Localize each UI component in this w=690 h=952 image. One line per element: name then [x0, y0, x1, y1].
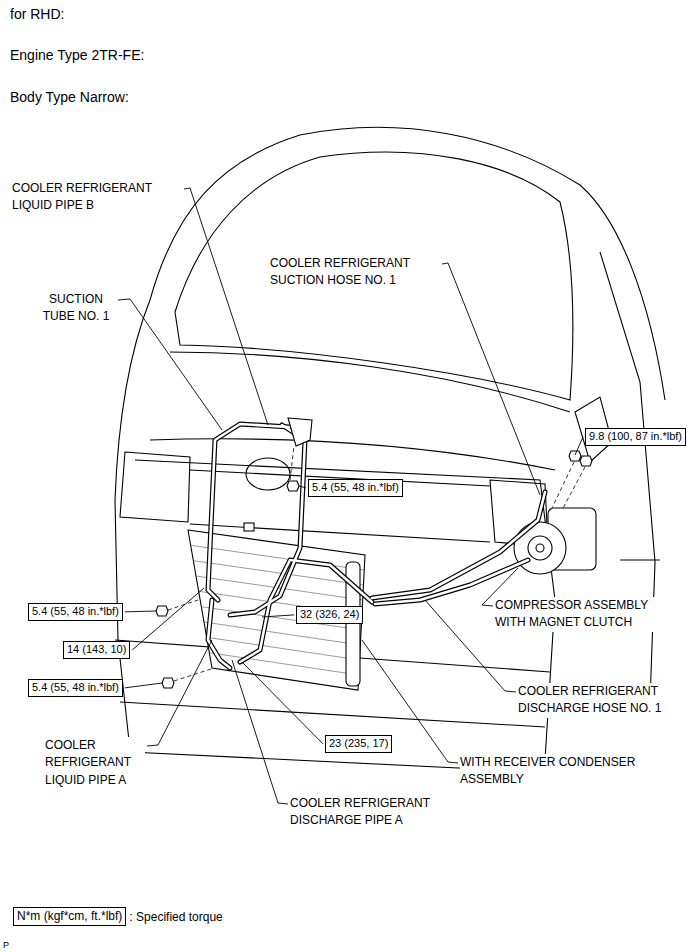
refrigerant-pipe — [372, 492, 545, 598]
leader-line — [132, 588, 204, 650]
leader-line — [442, 263, 540, 495]
van-body — [150, 127, 665, 400]
bolt-symbol — [569, 451, 581, 461]
compressor-body — [514, 508, 596, 574]
van-body — [150, 439, 555, 470]
refrigerant-pipe — [208, 600, 230, 668]
torque-box: 5.4 (55, 48 in.*lbf) — [28, 603, 123, 621]
bolt-symbol — [162, 678, 174, 688]
bolt-symbol — [552, 462, 574, 508]
van-body — [170, 352, 570, 412]
leader-line — [125, 611, 156, 613]
part-name: COOLER REFRIGERANT LIQUID PIPE A — [45, 737, 145, 789]
leader-line — [575, 437, 583, 455]
condenser-core — [188, 530, 365, 690]
torque-box: 9.8 (100, 87 in.*lbf) — [585, 428, 686, 446]
leader-line — [184, 188, 268, 425]
leader-line — [118, 299, 222, 430]
part-name: COOLER REFRIGERANT DISCHARGE HOSE NO. 1 — [518, 683, 678, 718]
note-text: P — [3, 939, 9, 952]
condenser-core — [204, 622, 360, 645]
torque-value: N*m (kgf*cm, ft.*lbf) — [17, 909, 122, 924]
heading-note: Engine Type 2TR-FE: — [10, 45, 144, 65]
bolt-symbol — [290, 446, 294, 480]
bolt-symbol — [562, 467, 585, 510]
torque-value: 23 (235, 17) — [329, 737, 388, 751]
condenser-core — [209, 653, 358, 675]
compressor-body — [528, 536, 552, 560]
leader-line — [299, 486, 306, 488]
bolt-symbol — [580, 456, 592, 466]
refrigerant-pipe — [240, 560, 372, 662]
torque-box: 23 (235, 17) — [325, 735, 392, 753]
van-body — [120, 702, 545, 727]
torque-value: 5.4 (55, 48 in.*lbf) — [32, 681, 119, 695]
torque-box: 14 (143, 10) — [63, 641, 130, 659]
refrigerant-pipe — [288, 418, 312, 446]
part-name: SUCTION TUBE NO. 1 — [36, 291, 116, 326]
torque-box: 5.4 (55, 48 in.*lbf) — [308, 479, 403, 497]
part-name: COMPRESSOR ASSEMBLY WITH MAGNET CLUTCH — [495, 597, 670, 632]
part-name: COOLER REFRIGERANT DISCHARGE PIPE A — [290, 795, 445, 830]
torque-value: 9.8 (100, 87 in.*lbf) — [589, 430, 682, 444]
torque-box: 5.4 (55, 48 in.*lbf) — [28, 679, 123, 697]
torque-box: 32 (326, 24) — [296, 606, 363, 624]
torque-value: 5.4 (55, 48 in.*lbf) — [32, 605, 119, 619]
van-body — [115, 127, 665, 772]
compressor-body — [514, 522, 566, 574]
note-text: : Specified torque — [129, 909, 222, 926]
refrigerant-pipe — [372, 492, 545, 598]
heading-note: Body Type Narrow: — [10, 87, 129, 107]
bolt-symbol — [156, 446, 592, 688]
torque-box: N*m (kgf*cm, ft.*lbf) — [13, 907, 126, 926]
heading-note: for RHD: — [10, 4, 64, 24]
part-name: WITH RECEIVER CONDENSER ASSEMBLY — [460, 754, 645, 789]
leader-line — [147, 640, 212, 746]
part-name: COOLER REFRIGERANT LIQUID PIPE B — [12, 180, 182, 215]
bolt-symbol — [168, 600, 198, 610]
leader-line — [242, 662, 323, 744]
refrigerant-pipe — [208, 600, 230, 668]
condenser-core — [244, 523, 254, 531]
van-body — [620, 559, 660, 560]
condenser-core — [188, 523, 365, 690]
torque-value: 14 (143, 10) — [67, 643, 126, 657]
condenser-core — [207, 637, 360, 660]
bolt-symbol — [156, 606, 168, 616]
condenser-core — [201, 607, 361, 630]
refrigerant-pipe — [230, 425, 305, 615]
leader-line — [262, 615, 294, 617]
van-body — [600, 252, 655, 702]
part-name: COOLER REFRIGERANT SUCTION HOSE NO. 1 — [270, 255, 440, 290]
torque-value: 32 (326, 24) — [300, 608, 359, 622]
van-body — [120, 452, 190, 522]
refrigerant-pipe — [240, 560, 372, 662]
condenser-core — [191, 545, 365, 570]
leader-line — [232, 660, 288, 804]
refrigerant-pipe — [230, 425, 305, 615]
bolt-symbol — [287, 481, 299, 491]
leader-line — [125, 683, 162, 688]
torque-value: 5.4 (55, 48 in.*lbf) — [312, 481, 399, 495]
van-body — [175, 152, 573, 400]
compressor-body — [536, 544, 544, 552]
